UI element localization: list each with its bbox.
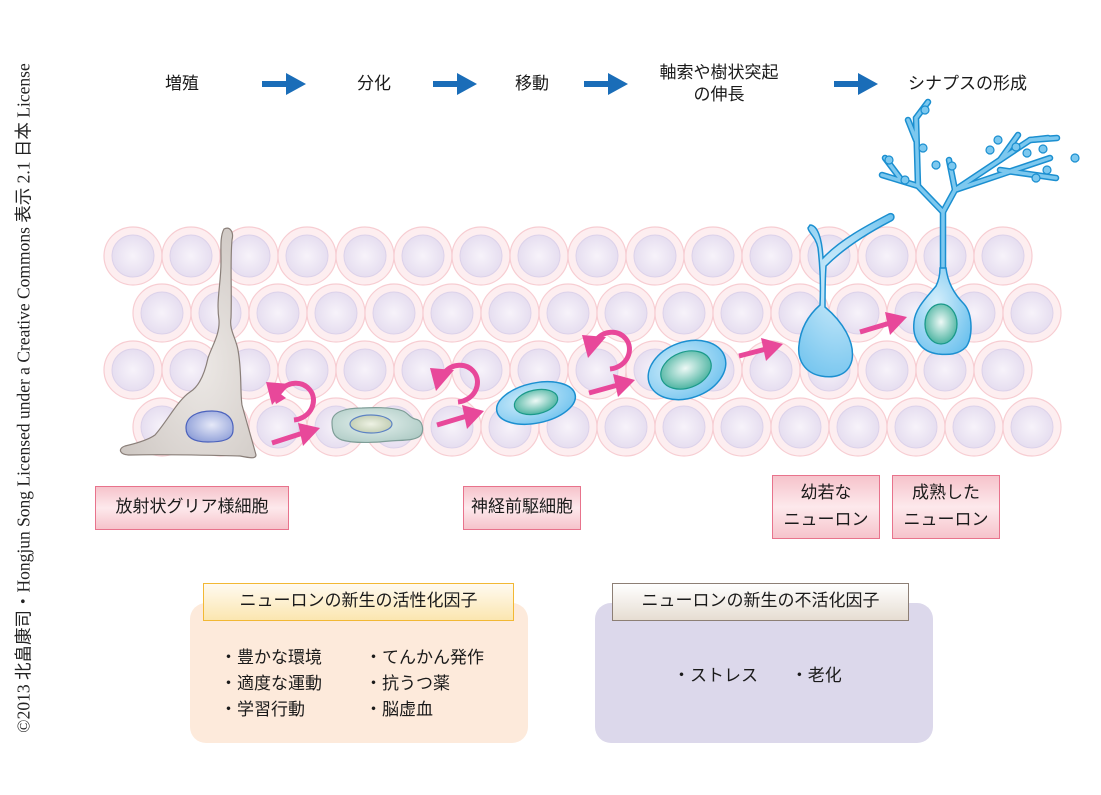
step-synapse-formation: シナプスの形成 [908, 74, 1027, 94]
intermediate-cell [331, 407, 424, 443]
tissue-cell-nucleus [459, 348, 503, 392]
step-axon-line1: 軸索や樹状突起 [659, 63, 779, 83]
intermediate-nucleus [349, 414, 393, 434]
activator-item: ・適度な運動 [220, 674, 322, 694]
tissue-cell-nucleus [633, 234, 677, 278]
label-immature-neuron: 幼若な ニューロン [772, 475, 880, 539]
inhibitor-title: ニューロンの新生の不活化因子 [612, 583, 909, 621]
tissue-cell-nucleus [111, 348, 155, 392]
step-proliferation: 増殖 [165, 74, 199, 94]
tissue-cell-nucleus [749, 234, 793, 278]
tissue-cell-nucleus [836, 291, 880, 335]
mature-neuron-nucleus [924, 303, 958, 345]
tissue-cell-nucleus [227, 234, 271, 278]
tissue-cell-nucleus [778, 405, 822, 449]
inhibitor-item: ・老化 [790, 666, 842, 686]
activator-item: ・豊かな環境 [220, 648, 322, 668]
step-migration: 移動 [515, 74, 549, 94]
activator-list-col1: ・豊かな環境 ・適度な運動 ・学習行動 [220, 645, 322, 723]
activator-item: ・学習行動 [220, 700, 305, 720]
transition-arrow-2 [436, 405, 484, 429]
tissue-cell-nucleus [546, 291, 590, 335]
immature-neuron [797, 212, 895, 378]
tissue-cell-nucleus [430, 291, 474, 335]
inhibitor-item: ・ストレス [673, 666, 758, 686]
flow-arrow-2 [433, 73, 477, 95]
tissue-cell-nucleus [169, 234, 213, 278]
flow-arrow-3 [584, 73, 628, 95]
mature-line2: ニューロン [903, 510, 989, 530]
step-axon-line2: の伸長 [693, 85, 745, 105]
tissue-cell-nucleus [865, 234, 909, 278]
flow-arrow-1 [262, 73, 306, 95]
radial-glia-cell [119, 227, 257, 459]
activator-list-col2: ・てんかん発作 ・抗うつ薬 ・脳虚血 [365, 645, 484, 723]
flow-arrow-4 [834, 73, 878, 95]
cycle-arrow-3 [595, 329, 632, 372]
tissue-cell-nucleus [1010, 291, 1054, 335]
tissue-cell-nucleus [720, 405, 764, 449]
tissue-cell-nucleus [662, 405, 706, 449]
tissue-cell-nucleus [981, 234, 1025, 278]
mature-line1: 成熟した [912, 483, 980, 503]
activator-panel [190, 603, 528, 743]
tissue-cell-nucleus [836, 405, 880, 449]
tissue-cell-nucleus [140, 291, 184, 335]
tissue-cell-nucleus [285, 234, 329, 278]
glia-nucleus [185, 410, 234, 443]
progenitor-nucleus-1 [513, 388, 559, 416]
tissue-cell-nucleus [1010, 405, 1054, 449]
cycle-arrowheads [266, 335, 606, 405]
tissue-cell-nucleus [256, 291, 300, 335]
tissue-cell-nucleus [981, 348, 1025, 392]
cycle-arrow-2 [443, 362, 480, 405]
activator-item: ・抗うつ薬 [365, 674, 450, 694]
tissue-cell-nucleus [720, 291, 764, 335]
activator-item: ・脳虚血 [365, 700, 433, 720]
tissue-cell-nucleus [343, 234, 387, 278]
tissue-cell-nucleus [865, 348, 909, 392]
tissue-cell-nucleus [923, 348, 967, 392]
tissue-cell-nucleus [604, 405, 648, 449]
immature-line1: 幼若な [800, 483, 852, 503]
tissue-cell-nucleus [691, 234, 735, 278]
immature-line2: ニューロン [783, 510, 869, 530]
progenitor-nucleus-2 [660, 350, 712, 390]
label-mature-neuron: 成熟した ニューロン [892, 475, 1000, 539]
tissue-cell-nucleus [285, 348, 329, 392]
label-neural-progenitor: 神経前駆細胞 [463, 486, 581, 530]
step-axon-dendrite-extension: 軸索や樹状突起 の伸長 [648, 62, 790, 106]
tissue-cell-nucleus [401, 234, 445, 278]
transition-arrow-5 [859, 312, 907, 335]
tissue-cell-nucleus [343, 348, 387, 392]
progenitor-cell-1 [495, 380, 577, 426]
tissue-cell-nucleus [662, 291, 706, 335]
tissue-cell-nucleus [952, 405, 996, 449]
tissue-cell-nucleus [575, 234, 619, 278]
tissue-cell-nucleus [372, 291, 416, 335]
transition-arrow-4 [738, 338, 783, 361]
tissue-cell-nucleus [604, 291, 648, 335]
transition-arrow-3 [588, 374, 635, 397]
label-radial-glia: 放射状グリア様細胞 [95, 486, 289, 530]
tissue-cell-nucleus [488, 291, 532, 335]
inhibitor-panel [595, 603, 933, 743]
dendritic-spines [884, 105, 1080, 185]
tissue-cell-nucleus [314, 291, 358, 335]
transition-arrows [271, 312, 907, 446]
step-differentiation: 分化 [357, 74, 391, 94]
tissue-cell-nucleus [517, 234, 561, 278]
transition-arrow-1 [271, 423, 320, 446]
inhibitor-list: ・ストレス ・老化 [673, 663, 842, 689]
activator-title: ニューロンの新生の活性化因子 [203, 583, 514, 621]
tissue-cell-nucleus [894, 405, 938, 449]
tissue-cell-nucleus [459, 234, 503, 278]
progenitor-cell-2 [647, 339, 727, 401]
mature-neuron [878, 98, 1080, 356]
activator-item: ・てんかん発作 [365, 648, 484, 668]
tissue-cell-nucleus [111, 234, 155, 278]
